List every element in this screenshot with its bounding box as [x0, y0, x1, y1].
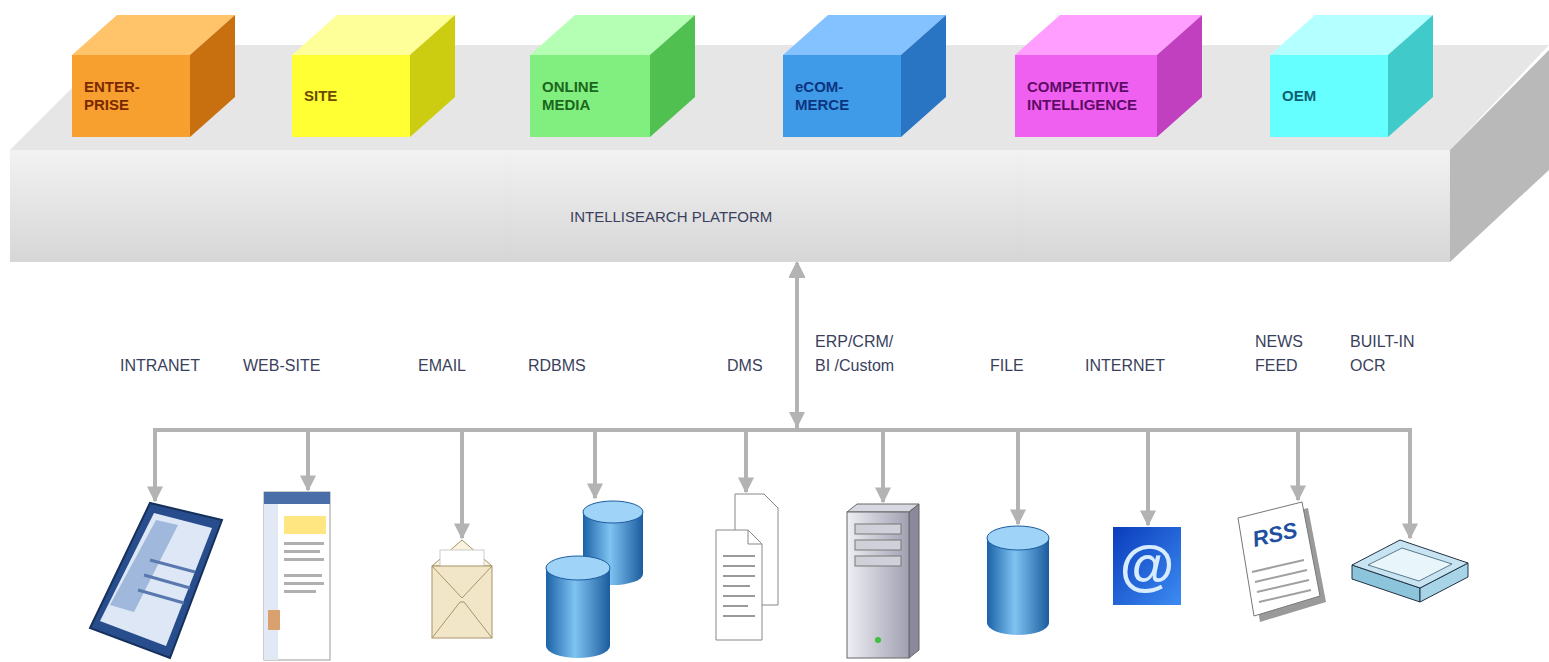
source-label: WEB-SITE [243, 354, 393, 378]
source-box: INTRANET [88, 503, 222, 658]
connector-arrow [797, 263, 1018, 524]
scanner-icon [1352, 540, 1468, 602]
connector-arrow [797, 263, 1148, 525]
solution-label: SITE [304, 87, 384, 105]
source-box: BUILT-IN OCR [1352, 540, 1468, 602]
solution-cube: ENTER- PRISE [72, 55, 190, 137]
connector-arrow [797, 263, 1410, 538]
source-box: DMS [714, 494, 778, 640]
server-icon [847, 504, 919, 658]
solution-label: ENTER- PRISE [84, 78, 164, 114]
source-box: ERP/CRM/ BI /Custom [847, 504, 919, 658]
connector-arrow [595, 263, 797, 498]
file-storage-icon [987, 526, 1049, 635]
connector-arrow [155, 263, 797, 501]
source-label: INTERNET [1085, 354, 1215, 378]
source-label: RDBMS [528, 354, 648, 378]
solution-cube: ONLINE MEDIA [530, 55, 650, 137]
document-icon [716, 494, 778, 640]
at-symbol: @ [1113, 528, 1181, 602]
source-box: RDBMS [546, 500, 644, 658]
intranet-icon [90, 503, 222, 658]
connector-arrow [797, 263, 883, 502]
connector-arrow [746, 263, 797, 492]
solution-label: COMPETITIVE INTELLIGENCE [1027, 78, 1147, 114]
connector-arrow [462, 263, 797, 538]
solution-label: OEM [1282, 87, 1362, 105]
solution-cube: eCOM- MERCE [783, 55, 901, 137]
source-label: EMAIL [418, 354, 518, 378]
cube-face [1270, 15, 1433, 137]
solution-label: eCOM- MERCE [795, 78, 875, 114]
cube-face [72, 15, 235, 137]
platform-slab [10, 45, 1549, 262]
solution-cube: COMPETITIVE INTELLIGENCE [1015, 55, 1157, 137]
solution-label: ONLINE MEDIA [542, 78, 632, 114]
source-label: ERP/CRM/ BI /Custom [815, 330, 905, 378]
source-label: BUILT-IN OCR [1350, 330, 1430, 378]
platform-box: INTELLISEARCH PLATFORM [10, 150, 1450, 262]
connector-arrow [797, 263, 1298, 500]
platform-label: INTELLISEARCH PLATFORM [570, 208, 1450, 225]
source-label: FILE [990, 354, 1070, 378]
source-box: EMAIL [430, 540, 494, 640]
email-icon [432, 540, 492, 638]
source-box: WEB-SITE [272, 492, 344, 660]
source-label: DMS [727, 354, 787, 378]
solution-cube: SITE [292, 55, 410, 137]
website-icon [264, 492, 330, 660]
cube-face [1015, 15, 1202, 137]
cube-face [783, 15, 946, 137]
database-icon [546, 501, 643, 658]
newsfeed-icon [1238, 502, 1326, 622]
source-box: FILE [986, 526, 1050, 635]
source-label: NEWS FEED [1255, 330, 1315, 378]
connector-arrow [308, 263, 797, 490]
cube-face [292, 15, 455, 137]
solution-cube: OEM [1270, 55, 1388, 137]
internet-icon [1113, 527, 1181, 605]
cube-face [530, 15, 695, 137]
